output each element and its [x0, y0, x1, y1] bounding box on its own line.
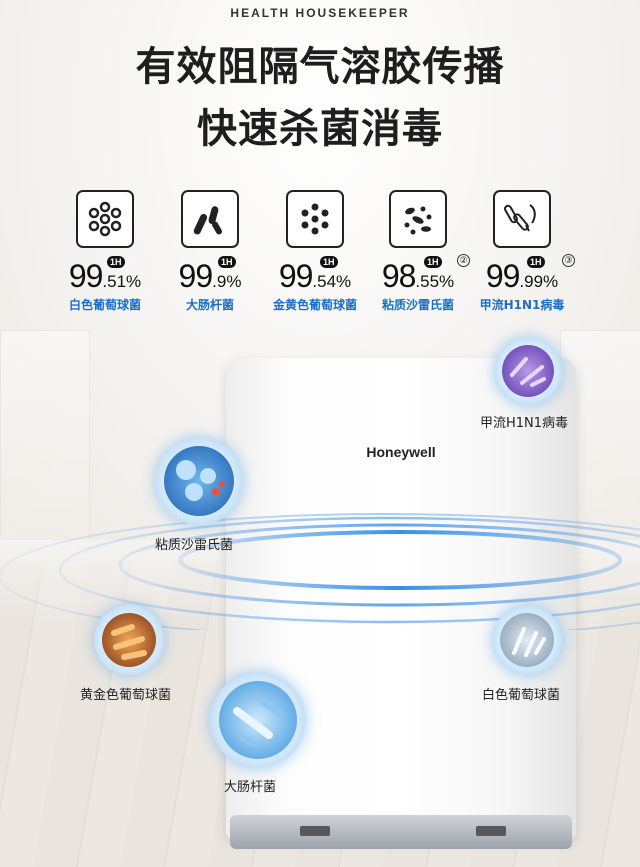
stat-percentage-whole: 99 — [178, 258, 214, 294]
stat-percentage-decimal: .9% — [212, 272, 242, 291]
one-hour-badge: 1H — [107, 256, 125, 268]
stat-serratia: 98.55% 1H ② 粘质沙雷氏菌 — [366, 190, 470, 313]
h1n1-virus-icon — [502, 345, 554, 397]
dot-cluster-icon — [286, 190, 344, 248]
footnote-marker: ② — [457, 254, 470, 267]
bubble-label-white-staph: 白色葡萄球菌 — [482, 688, 561, 703]
bubble-label-serratia: 粘质沙雷氏菌 — [155, 538, 234, 553]
stat-label: 金黄色葡萄球菌 — [272, 298, 357, 312]
background-window-left — [0, 330, 90, 560]
eyebrow-text: HEALTH HOUSEKEEPER — [230, 6, 410, 20]
brand-logo: Honeywell — [366, 444, 436, 460]
cocci-cluster-icon — [76, 190, 134, 248]
golden-staph-bacteria-icon — [102, 613, 156, 667]
bubble-label-h1n1: 甲流H1N1病毒 — [480, 416, 569, 431]
base-foot-left — [300, 826, 330, 836]
footnote-marker: ③ — [562, 254, 575, 267]
one-hour-badge: 1H — [218, 256, 236, 268]
headline-line-1: 有效阻隔气溶胶传播 — [135, 44, 505, 90]
stat-percentage: 99.99% 1H ③ — [470, 254, 575, 294]
stat-label: 甲流H1N1病毒 — [479, 298, 565, 312]
stat-percentage: 99.54% 1H — [263, 256, 367, 294]
rod-bacteria-icon — [181, 190, 239, 248]
stat-h1n1: 99.99% 1H ③ 甲流H1N1病毒 — [470, 190, 575, 313]
bubble-h1n1 — [494, 337, 562, 405]
stat-e-coli: 99.9% 1H 大肠杆菌 — [158, 190, 262, 313]
stat-percentage-whole: 99 — [278, 258, 314, 294]
bubble-label-golden-staph: 黄金色葡萄球菌 — [80, 688, 172, 703]
stat-percentage-whole: 98 — [381, 258, 417, 294]
stat-label: 大肠杆菌 — [185, 298, 234, 312]
bubble-golden-staph — [94, 605, 164, 675]
mixed-bacteria-icon — [389, 190, 447, 248]
one-hour-badge: 1H — [424, 256, 442, 268]
stat-label: 粘质沙雷氏菌 — [381, 298, 454, 312]
stat-percentage: 98.55% 1H ② — [366, 254, 470, 294]
stat-label: 白色葡萄球菌 — [68, 298, 141, 312]
stat-percentage: 99.51% 1H — [53, 256, 157, 294]
stat-percentage: 99.9% 1H — [158, 256, 262, 294]
bubble-white-staph — [492, 605, 562, 675]
stat-percentage-decimal: .51% — [102, 272, 142, 291]
one-hour-badge: 1H — [320, 256, 338, 268]
base-foot-right — [476, 826, 506, 836]
serratia-bacteria-icon — [164, 446, 234, 516]
stat-white-staph: 99.51% 1H 白色葡萄球菌 — [53, 190, 157, 313]
one-hour-badge: 1H — [527, 256, 545, 268]
virus-strands-icon — [493, 190, 551, 248]
stat-golden-staph: 99.54% 1H 金黄色葡萄球菌 — [263, 190, 367, 313]
e-coli-bacteria-icon — [219, 681, 297, 759]
stat-percentage-whole: 99 — [68, 258, 104, 294]
bubble-e-coli — [210, 672, 306, 768]
stat-percentage-decimal: .54% — [312, 272, 352, 291]
stat-percentage-decimal: .55% — [415, 272, 455, 291]
stat-percentage-decimal: .99% — [519, 272, 559, 291]
bubble-serratia — [155, 437, 243, 525]
air-purifier-base — [230, 815, 572, 849]
airflow-rings — [0, 513, 640, 630]
bubble-label-e-coli: 大肠杆菌 — [224, 780, 277, 795]
headline-line-2: 快速杀菌消毒 — [197, 106, 443, 152]
stat-percentage-whole: 99 — [485, 258, 521, 294]
white-staph-bacteria-icon — [500, 613, 554, 667]
